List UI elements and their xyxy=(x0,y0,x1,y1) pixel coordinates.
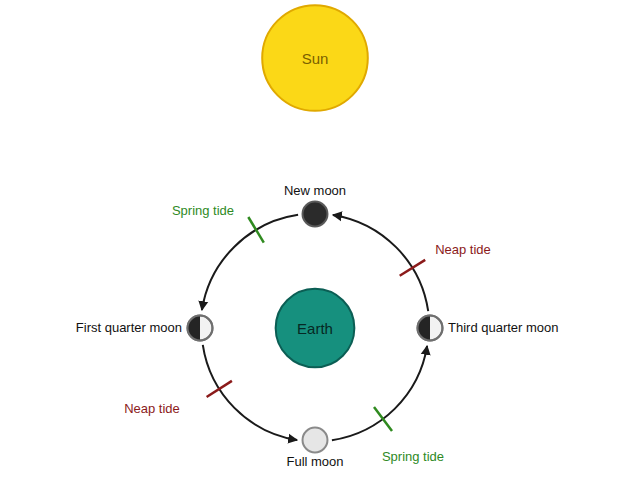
text-holder: Sun xyxy=(260,3,370,113)
full-shape xyxy=(302,427,328,453)
moon-phase: Third quarter moon xyxy=(417,315,443,341)
moon-phase: Full moon xyxy=(302,427,328,453)
disc xyxy=(262,5,368,111)
tide-label: Spring tide xyxy=(380,450,446,464)
disc xyxy=(276,289,355,368)
moon-phase: New moon xyxy=(302,201,328,227)
sun-circle: Sun xyxy=(260,3,370,113)
sun-label: Sun xyxy=(302,50,329,67)
disc xyxy=(418,316,443,341)
orbit-arrow xyxy=(333,215,428,311)
text-holder: Earth xyxy=(274,287,356,369)
disc xyxy=(303,428,328,453)
moon-phase-label: First quarter moon xyxy=(76,321,182,335)
orbit-arrow xyxy=(332,346,427,440)
moon-phase-label: Full moon xyxy=(286,455,343,469)
earth-label: Earth xyxy=(297,320,333,337)
moon-phase-label: Third quarter moon xyxy=(448,321,559,335)
tide-mark xyxy=(207,381,232,397)
disc xyxy=(188,316,213,341)
tide-label: Neap tide xyxy=(433,243,493,257)
quarter-shape xyxy=(187,315,213,341)
disc-outline xyxy=(418,316,443,341)
new-shape xyxy=(302,201,328,227)
moon-phase: First quarter moon xyxy=(187,315,213,341)
tide-label: Neap tide xyxy=(122,402,182,416)
earth-circle: Earth xyxy=(274,287,356,369)
quarter-shape xyxy=(417,315,443,341)
orbit-arrow xyxy=(203,345,297,440)
tide-mark xyxy=(374,407,392,431)
tide-label: Spring tide xyxy=(170,204,236,218)
orbit-arrow xyxy=(202,215,298,310)
tide-mark xyxy=(400,260,426,276)
disc-outline xyxy=(188,316,213,341)
tide-mark xyxy=(248,217,263,243)
disc xyxy=(303,202,328,227)
moon-phase-label: New moon xyxy=(284,184,346,198)
